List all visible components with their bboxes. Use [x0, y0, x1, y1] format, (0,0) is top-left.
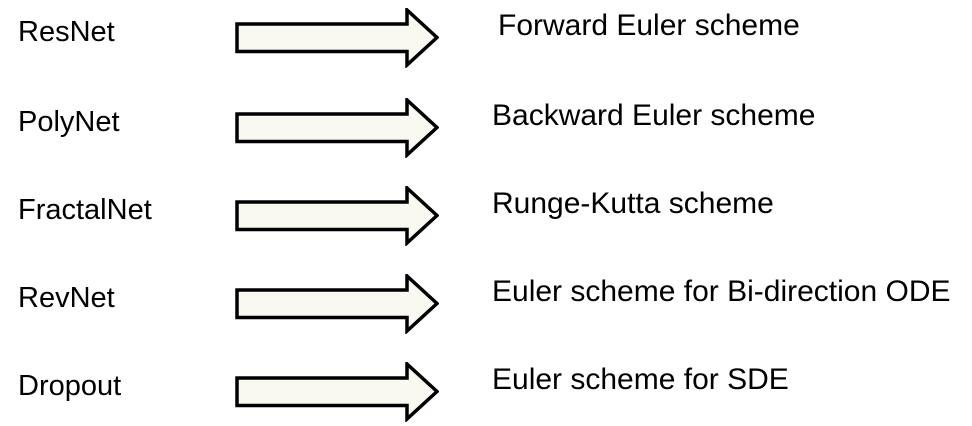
mapping-row: PolyNet Backward Euler scheme	[0, 90, 972, 160]
right-arrow-shape	[235, 186, 439, 246]
scheme-label: Euler scheme for Bi-direction ODE	[492, 275, 951, 308]
right-arrow-shape	[235, 274, 439, 334]
network-label: ResNet	[18, 16, 115, 48]
right-arrow-shape	[235, 8, 439, 68]
network-label: Dropout	[18, 370, 122, 402]
right-arrow-icon	[235, 186, 439, 246]
scheme-label: Runge-Kutta scheme	[492, 187, 774, 220]
network-label: FractalNet	[18, 194, 152, 226]
scheme-label: Forward Euler scheme	[498, 9, 800, 42]
network-label: RevNet	[18, 282, 115, 314]
right-arrow-icon	[235, 98, 439, 158]
right-arrow-icon	[235, 362, 439, 422]
right-arrow-shape	[235, 98, 439, 158]
mapping-row: ResNet Forward Euler scheme	[0, 0, 972, 70]
scheme-label: Euler scheme for SDE	[492, 363, 789, 396]
mapping-row: RevNet Euler scheme for Bi-direction ODE	[0, 266, 972, 336]
network-label: PolyNet	[18, 106, 120, 138]
mapping-row: FractalNet Runge-Kutta scheme	[0, 178, 972, 248]
right-arrow-icon	[235, 8, 439, 68]
right-arrow-icon	[235, 274, 439, 334]
scheme-label: Backward Euler scheme	[492, 99, 816, 132]
mapping-row: Dropout Euler scheme for SDE	[0, 354, 972, 424]
right-arrow-shape	[235, 362, 439, 422]
